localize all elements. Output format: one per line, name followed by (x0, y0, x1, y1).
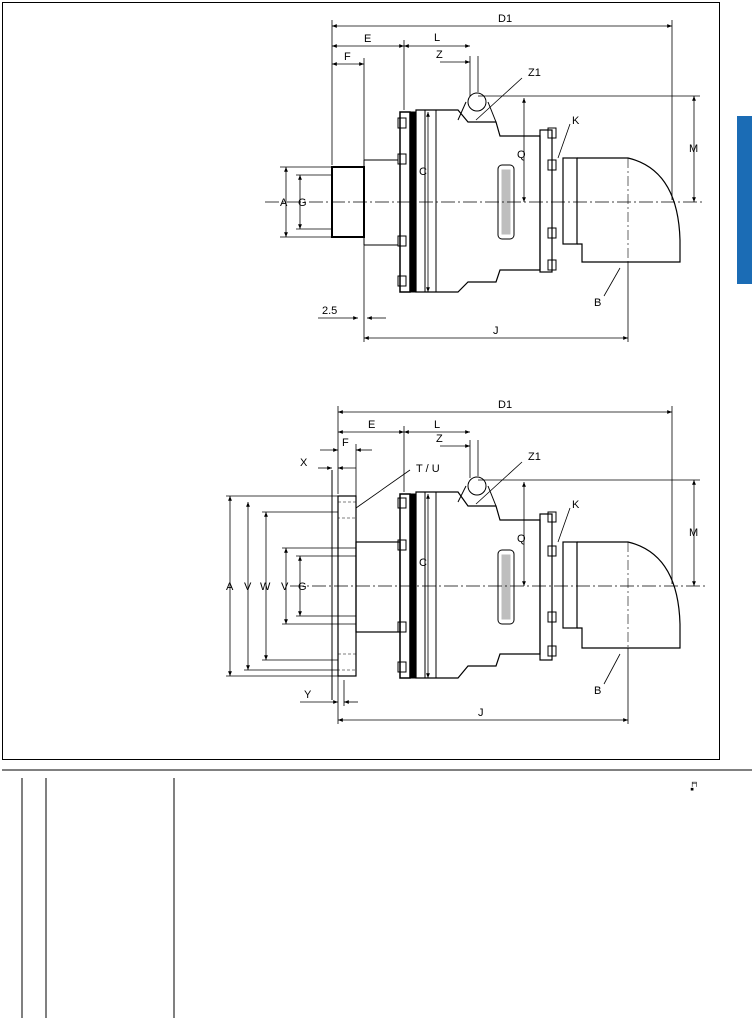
label-C-top: C (419, 166, 427, 178)
label-Q-bottom: Q (517, 533, 526, 545)
label-F-bottom: F (342, 437, 349, 449)
label-G-top: G (298, 197, 307, 209)
section-side-tab (737, 116, 752, 284)
label-V-inner-bottom: V (281, 581, 289, 593)
label-K-bottom: K (572, 499, 580, 511)
label-W-bottom: W (260, 581, 271, 593)
label-J-top: J (493, 325, 499, 337)
label-M-bottom: M (689, 527, 698, 539)
label-Z1-top: Z1 (528, 67, 541, 79)
label-K-top: K (572, 115, 580, 127)
label-E-top: E (364, 33, 371, 45)
label-D1-top: D1 (498, 13, 512, 25)
label-Z-bottom: Z (436, 433, 443, 445)
label-Z1-bottom: Z1 (528, 451, 541, 463)
lower-table-rules (2, 769, 752, 1018)
label-offset-top: 2.5 (322, 305, 337, 317)
label-B-top: B (594, 297, 601, 309)
label-Y-bottom: Y (304, 689, 312, 701)
label-F-top: F (344, 51, 351, 63)
label-X-bottom: X (300, 457, 308, 469)
label-L-bottom: L (434, 419, 440, 431)
top-view (265, 20, 705, 342)
label-C-bottom: C (419, 557, 427, 569)
label-V-outer-bottom: V (244, 581, 252, 593)
label-M-top: M (689, 143, 698, 155)
footer-mark-icon: ╒╕▪ (690, 779, 699, 793)
flange-bolts (397, 117, 407, 287)
label-TU-bottom: T / U (416, 463, 440, 475)
bottom-view (226, 406, 705, 724)
label-D1-bottom: D1 (498, 399, 512, 411)
label-A-top: A (280, 197, 288, 209)
label-Z-top: Z (436, 49, 443, 61)
label-B-bottom: B (594, 685, 601, 697)
label-J-bottom: J (478, 707, 484, 719)
label-G-bottom: G (298, 581, 307, 593)
bottom-dimensions (226, 406, 700, 724)
label-E-bottom: E (368, 419, 375, 431)
label-L-top: L (434, 32, 440, 44)
label-A-bottom: A (226, 581, 234, 593)
drawing-frame (2, 2, 720, 760)
top-dimensions (280, 20, 700, 342)
label-Q-top: Q (517, 149, 526, 161)
